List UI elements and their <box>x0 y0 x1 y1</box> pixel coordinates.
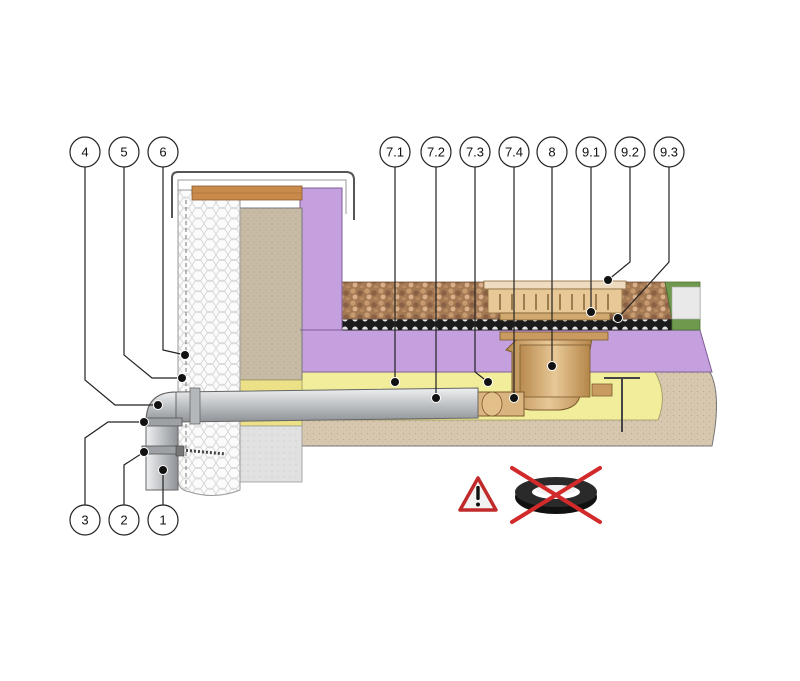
callout-7-3-label: 7.3 <box>466 145 484 160</box>
fixing-screw <box>181 448 227 456</box>
elbow-outline <box>145 391 177 423</box>
callout-7-2: 7.2 <box>420 136 452 168</box>
pipe-coupling <box>189 387 201 425</box>
drain-flange <box>499 331 609 341</box>
callout-9-1: 9.1 <box>575 136 607 168</box>
drain-grate <box>487 288 623 314</box>
callout-1: 1 <box>147 504 179 536</box>
grass-soil <box>671 286 701 320</box>
callout-9-2-label: 9.2 <box>621 145 639 160</box>
callout-2: 2 <box>108 504 140 536</box>
callout-9-3: 9.3 <box>653 136 685 168</box>
callout-7-2-label: 7.2 <box>427 145 445 160</box>
callout-8-label: 8 <box>548 145 555 160</box>
wall-lower <box>239 425 303 483</box>
callout-3-label: 3 <box>81 513 88 528</box>
callout-6: 6 <box>147 136 179 168</box>
masonry-wall <box>239 207 303 381</box>
callout-4: 4 <box>69 136 101 168</box>
warning-triangle-icon <box>458 476 498 512</box>
callout-9-3-label: 9.3 <box>660 145 678 160</box>
screw-head <box>175 445 185 457</box>
vertical-downpipe <box>145 419 179 491</box>
callout-3: 3 <box>69 504 101 536</box>
drain-base <box>591 383 613 397</box>
callout-7-1-label: 7.1 <box>386 145 404 160</box>
callout-7-4-label: 7.4 <box>505 145 523 160</box>
callout-8: 8 <box>536 136 568 168</box>
drain-grate-slots <box>499 294 609 310</box>
horizontal-pipe <box>174 387 479 423</box>
wall-insulation <box>299 187 343 331</box>
drain-riser <box>519 344 591 398</box>
callout-9-1-label: 9.1 <box>582 145 600 160</box>
coping-flashing-inner <box>177 179 347 214</box>
callout-7-4: 7.4 <box>498 136 530 168</box>
leader-lines <box>84 167 670 506</box>
callout-6-label: 6 <box>159 145 166 160</box>
drain-grate-base <box>499 312 611 321</box>
leader-dots <box>139 275 623 475</box>
callout-9-2: 9.2 <box>614 136 646 168</box>
drain-outlet-socket <box>481 391 503 417</box>
callout-4-label: 4 <box>81 145 88 160</box>
callout-7-1: 7.1 <box>379 136 411 168</box>
callout-1-label: 1 <box>159 513 166 528</box>
callout-5-label: 5 <box>120 145 127 160</box>
callout-5: 5 <box>108 136 140 168</box>
callout-2-label: 2 <box>120 513 127 528</box>
crossed-out-seal-ring-icon <box>510 466 602 524</box>
callout-7-3: 7.3 <box>459 136 491 168</box>
coping-flashing <box>171 171 355 220</box>
